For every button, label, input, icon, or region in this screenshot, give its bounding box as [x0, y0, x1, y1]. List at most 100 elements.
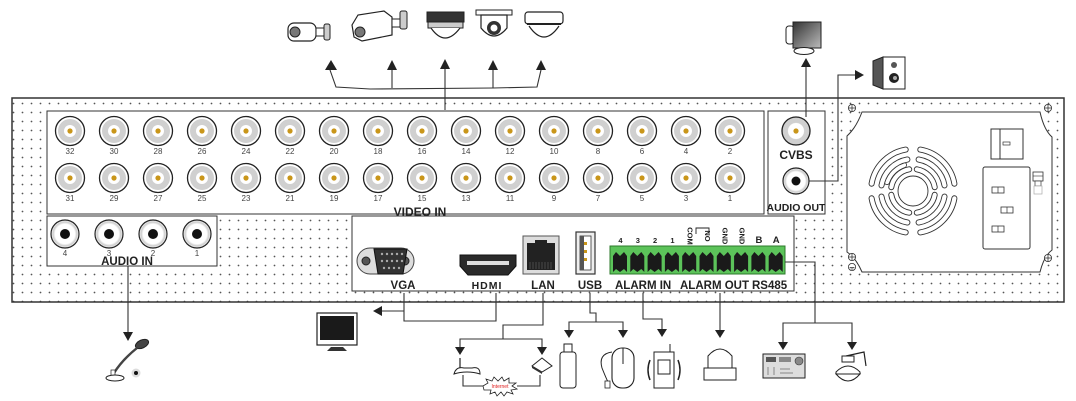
mouse-icon — [600, 347, 635, 389]
video-input-number: 6 — [640, 147, 645, 156]
screw-icon — [1044, 104, 1052, 112]
microphone-icon — [105, 338, 150, 382]
terminal-pin-label: GND — [738, 228, 747, 245]
terminal-pin[interactable] — [630, 252, 645, 272]
video-input-port[interactable] — [54, 162, 86, 194]
video-input-port[interactable] — [362, 162, 394, 194]
internet-cloud-icon: Internet — [482, 376, 519, 397]
alarm-out-label: ALARM OUT — [680, 280, 749, 292]
video-input-port[interactable] — [318, 115, 350, 147]
video-input-number: 26 — [198, 147, 207, 156]
terminal-pin-label: 3 — [636, 236, 640, 245]
video-input-port[interactable] — [274, 162, 306, 194]
terminal-pin[interactable] — [716, 252, 731, 272]
video-input-number: 4 — [684, 147, 689, 156]
screw-icon — [848, 253, 856, 261]
audio-input-port[interactable] — [94, 219, 124, 249]
audio-input-port[interactable] — [138, 219, 168, 249]
video-input-port[interactable] — [274, 115, 306, 147]
hdmi-port[interactable] — [459, 254, 517, 276]
terminal-pin[interactable] — [664, 252, 679, 272]
video-input-port[interactable] — [186, 115, 218, 147]
audio-out-port[interactable] — [782, 167, 810, 195]
screw-icon — [1044, 254, 1052, 262]
video-input-port[interactable] — [582, 115, 614, 147]
dome-camera-1-icon — [426, 11, 465, 39]
video-input-number: 16 — [418, 147, 427, 156]
terminal-pin[interactable] — [682, 252, 697, 272]
alarm-siren-icon — [703, 348, 737, 381]
video-input-port[interactable] — [582, 162, 614, 194]
vga-port[interactable] — [356, 247, 415, 275]
lcd-monitor-icon — [316, 312, 358, 351]
ac-power-socket[interactable] — [982, 166, 1031, 250]
terminal-pin[interactable] — [768, 252, 783, 272]
video-input-number: 2 — [728, 147, 733, 156]
video-input-port[interactable] — [450, 115, 482, 147]
audio-input-number: 3 — [107, 249, 112, 258]
power-switch[interactable] — [990, 128, 1024, 160]
video-input-number: 18 — [374, 147, 383, 156]
video-input-port[interactable] — [98, 115, 130, 147]
video-input-port[interactable] — [142, 162, 174, 194]
video-input-number: 25 — [198, 194, 207, 203]
terminal-pin[interactable] — [699, 252, 714, 272]
terminal-pin[interactable] — [734, 252, 749, 272]
video-input-number: 21 — [286, 194, 295, 203]
terminal-block[interactable] — [609, 245, 786, 275]
video-input-port[interactable] — [406, 115, 438, 147]
terminal-pin[interactable] — [613, 252, 627, 272]
video-input-port[interactable] — [538, 162, 570, 194]
rs485-label: RS485 — [752, 280, 788, 292]
video-input-number: 22 — [286, 147, 295, 156]
video-input-port[interactable] — [714, 115, 746, 147]
video-input-number: 17 — [374, 194, 383, 203]
ptz-dome-camera-icon — [834, 351, 867, 382]
video-input-port[interactable] — [494, 115, 526, 147]
video-input-port[interactable] — [450, 162, 482, 194]
video-input-port[interactable] — [714, 162, 746, 194]
audio-input-port[interactable] — [50, 219, 80, 249]
usb-port[interactable] — [575, 231, 596, 275]
video-input-port[interactable] — [230, 115, 262, 147]
terminal-pin-label: 1 — [670, 236, 674, 245]
video-input-number: 8 — [596, 147, 601, 156]
video-input-port[interactable] — [670, 162, 702, 194]
video-input-port[interactable] — [494, 162, 526, 194]
video-input-port[interactable] — [670, 115, 702, 147]
video-input-number: 9 — [552, 194, 557, 203]
terminal-pin-label: NO — [703, 230, 712, 241]
router-icon — [453, 358, 481, 375]
video-input-port[interactable] — [626, 115, 658, 147]
video-input-port[interactable] — [186, 162, 218, 194]
vga-label: VGA — [391, 280, 416, 292]
video-input-number: 31 — [66, 194, 75, 203]
terminal-pin-label: 2 — [653, 236, 657, 245]
terminal-pin[interactable] — [751, 252, 766, 272]
video-input-port[interactable] — [538, 115, 570, 147]
alarm-in-label: ALARM IN — [615, 280, 671, 292]
video-input-number: 1 — [728, 194, 733, 203]
usb-flash-drive-icon — [559, 343, 577, 389]
video-input-port[interactable] — [230, 162, 262, 194]
video-input-port[interactable] — [626, 162, 658, 194]
lan-port[interactable] — [522, 235, 560, 275]
terminal-pin[interactable] — [647, 252, 662, 272]
network-device-icon — [531, 357, 553, 374]
video-input-port[interactable] — [406, 162, 438, 194]
video-input-port[interactable] — [54, 115, 86, 147]
video-input-number: 13 — [462, 194, 471, 203]
video-input-port[interactable] — [142, 115, 174, 147]
terminal-pin-label: GND — [720, 228, 729, 245]
video-input-number: 5 — [640, 194, 645, 203]
usb-label: USB — [578, 280, 602, 292]
video-input-port[interactable] — [318, 162, 350, 194]
video-input-port[interactable] — [362, 115, 394, 147]
video-input-number: 32 — [66, 147, 75, 156]
video-input-port[interactable] — [98, 162, 130, 194]
cvbs-audio-out-panel: CVBS AUDIO OUT — [767, 110, 826, 215]
audio-input-number: 2 — [151, 249, 156, 258]
cvbs-port[interactable] — [781, 116, 811, 146]
audio-input-port[interactable] — [182, 219, 212, 249]
